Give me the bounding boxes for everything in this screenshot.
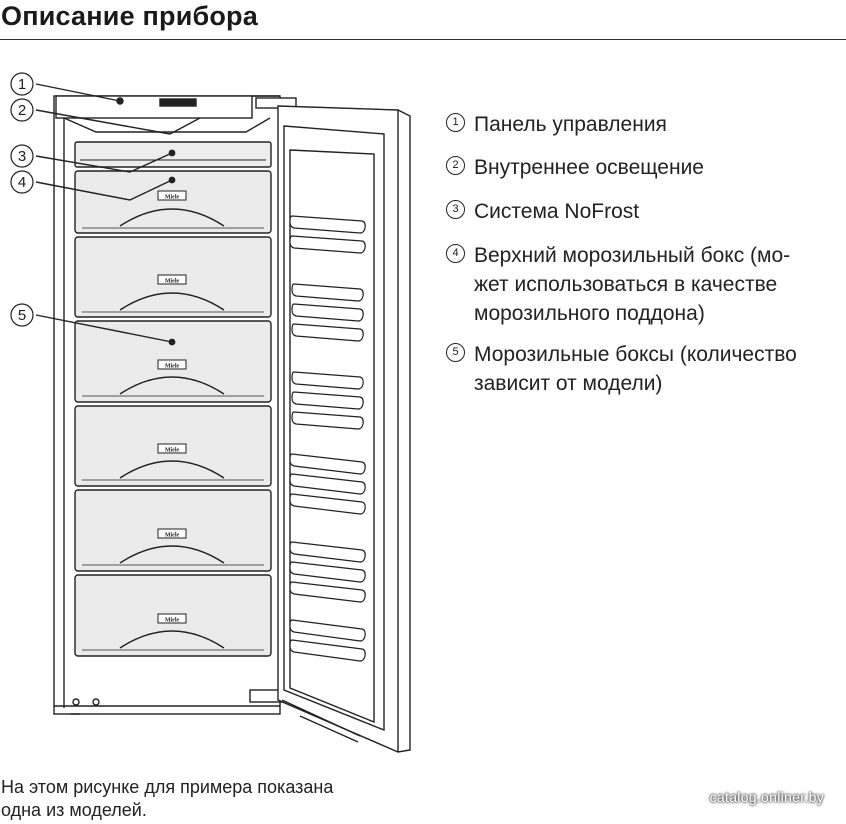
drawer-1: [74, 170, 272, 234]
legend-text: Морозильные боксы (количество зависит от…: [474, 343, 797, 395]
brand-label: Miele: [165, 448, 180, 454]
page-title: Описание прибора: [1, 1, 258, 31]
legend-item-3: 3 Система NoFrost: [446, 197, 844, 226]
brand-label: Miele: [165, 618, 180, 624]
callout-1: 1: [18, 76, 26, 93]
legend-number: 1: [446, 113, 465, 132]
callout-4: 4: [18, 174, 26, 191]
title-divider: [0, 39, 846, 40]
legend-number: 5: [446, 343, 465, 362]
legend-item-1: 1 Панель управления: [446, 110, 844, 139]
legend-number: 3: [446, 200, 465, 219]
watermark: catalog.onliner.by: [709, 789, 824, 805]
brand-label: Miele: [165, 364, 180, 370]
brand-label: Miele: [165, 533, 180, 539]
brand-label: Miele: [165, 195, 180, 201]
legend-text: Система NoFrost: [474, 200, 640, 223]
brand-plates: Miele Miele Miele Miele Miele Miele: [157, 190, 187, 624]
brand-label: Miele: [165, 279, 180, 285]
legend-text: Внутреннее освещение: [474, 156, 704, 179]
legend-number: 4: [446, 244, 465, 263]
leader-dots: [116, 97, 176, 346]
drawers: [74, 170, 272, 657]
leader-lines: [35, 83, 201, 343]
callout-2: 2: [18, 102, 26, 119]
callout-5: 5: [18, 307, 26, 324]
legend-item-2: 2 Внутреннее освещение: [446, 153, 844, 182]
legend-item-5: 5 Морозильные боксы (количество зависит …: [446, 340, 844, 398]
legend-text: Верхний морозильный бокс (мо- жет исполь…: [474, 244, 791, 325]
door-shelves: [289, 215, 366, 662]
figure-caption: На этом рисунке для примера показана одн…: [1, 777, 334, 820]
legend-item-4: 4 Верхний морозильный бокс (мо- жет испо…: [446, 241, 844, 328]
legend-number: 2: [446, 156, 465, 175]
callouts: [10, 72, 34, 327]
legend-text: Панель управления: [474, 113, 667, 136]
callout-3: 3: [18, 148, 26, 165]
